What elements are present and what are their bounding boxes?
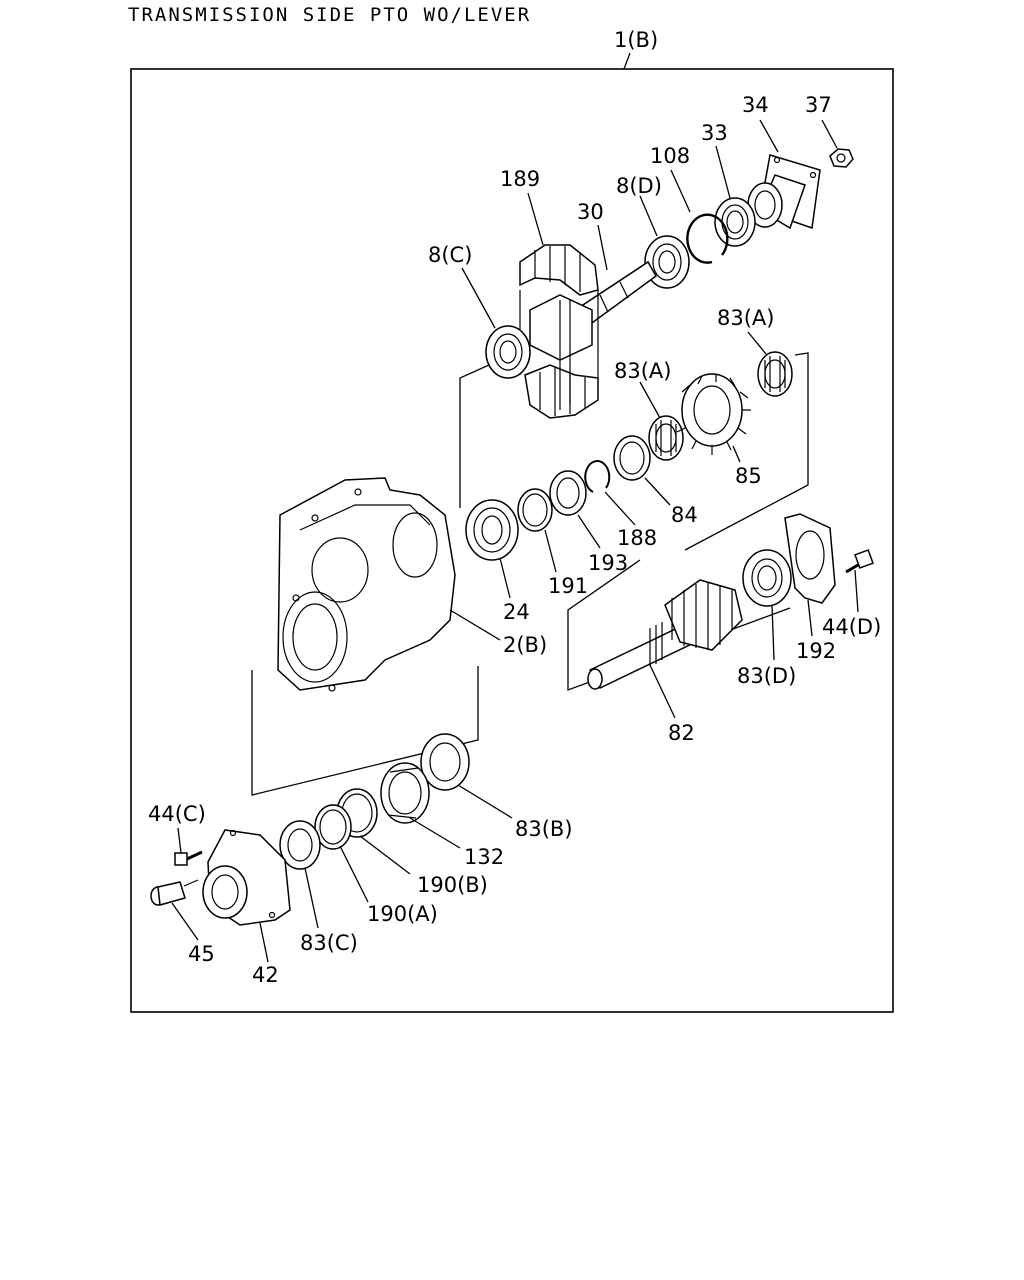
diagram-title: TRANSMISSION SIDE PTO WO/LEVER [128,4,532,26]
part-bearing-33 [714,197,756,247]
label-42: 42 [252,963,279,987]
label-2b: 2(B) [503,633,547,657]
part-shaft-82 [587,579,743,690]
label-44d: 44(D) [822,615,881,639]
assembly-frame [130,68,894,1013]
label-132: 132 [464,845,504,869]
part-spacer-191 [517,488,553,532]
part-ring-190a [314,804,352,850]
label-84: 84 [671,503,698,527]
label-45: 45 [188,942,215,966]
label-83d: 83(D) [737,664,796,688]
label-8d: 8(D) [616,174,662,198]
label-37: 37 [805,93,832,117]
part-bearing-8d [644,235,690,289]
part-bearing-83b [420,733,470,791]
label-190a: 190(A) [367,902,438,926]
part-needle-bearing-83a-lower [648,415,684,461]
label-83b: 83(B) [515,817,573,841]
label-83a-lower: 83(A) [614,359,671,383]
part-collar-84 [613,435,651,481]
part-flange-34 [747,154,821,230]
label-188: 188 [617,526,657,550]
part-nut-37 [829,148,854,168]
part-gasket-192 [784,513,836,604]
part-bolt-44c [174,850,203,866]
label-33: 33 [701,121,728,145]
label-30: 30 [577,200,604,224]
part-bearing-8c [485,325,531,379]
label-8c: 8(C) [428,243,472,267]
label-83c: 83(C) [300,931,358,955]
part-gear-85 [676,373,751,455]
label-191: 191 [548,574,588,598]
label-193: 193 [588,551,628,575]
leader-lines [171,119,859,963]
label-assembly-1b: 1(B) [614,28,658,52]
label-82: 82 [668,721,695,745]
part-labels: 34 37 108 33 189 8(D) 30 8(C) 83(A) 83(A… [148,93,881,987]
part-bearing-193 [549,470,587,516]
part-bearing-24 [465,499,519,561]
label-44c: 44(C) [148,802,206,826]
part-case-2b [277,477,456,692]
part-gear-189 [519,244,599,419]
label-190b: 190(B) [417,873,488,897]
part-bolt-44d [845,549,874,574]
label-108: 108 [650,144,690,168]
label-189: 189 [500,167,540,191]
part-bearing-83d [742,549,792,607]
part-plug-45 [150,879,199,906]
assembly-leader [623,52,631,70]
part-collar-132 [380,762,430,824]
part-needle-bearing-83a-upper [757,351,793,397]
label-34: 34 [742,93,769,117]
part-bearing-83c [279,820,321,870]
label-85: 85 [735,464,762,488]
label-192: 192 [796,639,836,663]
part-snap-ring-108 [686,213,729,264]
label-83a-upper: 83(A) [717,306,774,330]
label-24: 24 [503,600,530,624]
part-snap-ring-188 [584,460,611,493]
part-cover-42 [202,829,291,926]
